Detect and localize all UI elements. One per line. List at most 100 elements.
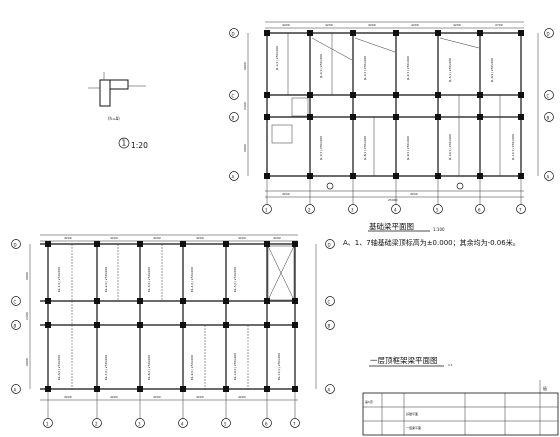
svg-text:2: 2 (308, 208, 311, 213)
svg-text:5: 5 (224, 422, 227, 427)
detail-scale: 1:20 (131, 141, 148, 150)
svg-text:JL-11(1) 250x600: JL-11(1) 250x600 (511, 134, 515, 161)
svg-text:D: D (14, 243, 17, 248)
bottom-low-dim-4: 4200 (196, 395, 204, 399)
svg-text:D: D (547, 32, 550, 37)
svg-text:JL-1(1) 250x600: JL-1(1) 250x600 (275, 46, 279, 71)
svg-text:KL-4(1) 250x600: KL-4(1) 250x600 (190, 267, 194, 292)
svg-text:4: 4 (181, 422, 184, 427)
svg-text:KL-5(1) 250x600: KL-5(1) 250x600 (233, 267, 237, 292)
svg-text:JL-9(1) 250x600: JL-9(1) 250x600 (406, 136, 410, 161)
bottom-bay-dim-5: 4200 (238, 236, 246, 240)
top-row-axis-bubbles: D C B A D C B A (229, 28, 554, 181)
svg-text:C: C (547, 94, 550, 99)
top-bay-dim-6: 2700 (495, 23, 503, 27)
top-bay-dim-3: 4200 (368, 23, 376, 27)
title-block-page: 第5页 (365, 399, 373, 404)
svg-text:6: 6 (265, 422, 268, 427)
svg-text:3: 3 (351, 208, 354, 213)
svg-text:KL-1(1) 250x600: KL-1(1) 250x600 (57, 267, 61, 292)
title-block-name-1: 基础平面 (406, 411, 418, 416)
frame-plan-title: 一层顶框架梁平面图 (370, 355, 438, 365)
svg-text:4: 4 (394, 208, 397, 213)
top-span-dim-2: 2400 (243, 102, 247, 110)
svg-text:JL-6(1) 250x600: JL-6(1) 250x600 (490, 58, 494, 83)
top-span-dim-3: 6900 (243, 144, 247, 152)
svg-text:B: B (232, 116, 235, 121)
svg-text:KL-6(1) 250x600: KL-6(1) 250x600 (57, 355, 61, 380)
foundation-plan-note: A、1、7轴基础梁顶标高为±0.000；其余均为-0.06米。 (343, 238, 520, 247)
svg-text:A: A (232, 175, 235, 180)
bottom-bay-dim-6: 4200 (273, 236, 281, 240)
svg-text:C: C (14, 300, 17, 305)
svg-text:KL-8(1) 250x600: KL-8(1) 250x600 (147, 355, 151, 380)
section-number-bubble (118, 137, 130, 149)
detail-label: (h=Δ) (108, 116, 120, 121)
svg-text:C: C (232, 94, 235, 99)
svg-text:5: 5 (436, 208, 439, 213)
bottom-bay-dim-1: 4200 (64, 236, 72, 240)
foundation-plan-title: 基础梁平面图 (369, 221, 414, 231)
title-block-corner: 极 (543, 385, 547, 391)
svg-text:C: C (328, 300, 331, 305)
section-number: 1 (122, 139, 127, 148)
svg-text:A: A (14, 388, 17, 393)
top-bay-dim-2: 4200 (325, 23, 333, 27)
bottom-bay-dim-4: 4200 (196, 236, 204, 240)
svg-text:A: A (328, 388, 331, 393)
svg-text:KL-7(1) 250x600: KL-7(1) 250x600 (104, 355, 108, 380)
svg-text:A: A (547, 175, 550, 180)
svg-text:JL-5(1) 250x600: JL-5(1) 250x600 (448, 58, 452, 83)
svg-text:1: 1 (265, 208, 268, 213)
svg-text:1: 1 (46, 422, 49, 427)
top-total-dim: 25000 (388, 198, 398, 202)
svg-text:6: 6 (478, 208, 481, 213)
foundation-plan-scale: 1:100 (433, 227, 445, 232)
svg-text:KL-10(1) 250x600: KL-10(1) 250x600 (233, 353, 237, 380)
title-block-name-2: 一层梁平面 (406, 425, 421, 430)
section-detail: (h=Δ) 1 1:20 (88, 72, 148, 150)
top-bottom-dim-4: 4200 (410, 192, 418, 196)
svg-text:7: 7 (293, 422, 296, 427)
svg-text:D: D (232, 32, 235, 37)
first-floor-frame-beam-plan: KL-1(1) 250x600 KL-2(1) 250x600 KL-3(1) … (11, 234, 453, 428)
top-col-axis-bubbles: 1 2 3 4 5 6 7 (262, 179, 526, 214)
svg-text:B: B (328, 324, 331, 329)
svg-text:2: 2 (95, 422, 98, 427)
bottom-span-dim-3: 6900 (25, 358, 29, 366)
bottom-bay-dim-2: 4200 (110, 236, 118, 240)
svg-text:JL-2(1) 250x600: JL-2(1) 250x600 (319, 54, 323, 79)
svg-text:JL-3(1) 250x600: JL-3(1) 250x600 (363, 56, 367, 81)
bottom-span-dim-1: 6900 (25, 272, 29, 280)
svg-text:JL-10(1) 250x600: JL-10(1) 250x600 (448, 134, 452, 161)
top-bay-dim-5: 4200 (453, 23, 461, 27)
bottom-span-dim-2: 2400 (25, 312, 29, 320)
top-bay-dim-1: 4200 (282, 23, 290, 27)
bottom-row-axis-bubbles: D C B A D C B A (11, 239, 335, 394)
svg-text:KL-11(1) 250x600: KL-11(1) 250x600 (277, 353, 281, 380)
bottom-bay-dim-3: 4200 (153, 236, 161, 240)
svg-text:KL-9(1) 250x600: KL-9(1) 250x600 (190, 355, 194, 380)
bottom-low-dim-2: 4200 (110, 395, 118, 399)
frame-plan-scale: 1:1 (448, 363, 453, 367)
title-block: 第5页 基础平面 一层梁平面 极 (362, 380, 559, 436)
svg-text:JL-7(1) 250x600: JL-7(1) 250x600 (319, 136, 323, 161)
svg-text:D: D (328, 243, 331, 248)
svg-text:JL-8(1) 250x600: JL-8(1) 250x600 (363, 136, 367, 161)
top-span-dim-1: 6900 (243, 62, 247, 70)
svg-text:JL-4(1) 250x600: JL-4(1) 250x600 (406, 56, 410, 81)
svg-text:B: B (14, 324, 17, 329)
svg-text:3: 3 (138, 422, 141, 427)
svg-text:7: 7 (519, 208, 522, 213)
bottom-low-dim-5: 4200 (238, 395, 246, 399)
svg-text:KL-3(1) 250x600: KL-3(1) 250x600 (147, 267, 151, 292)
svg-text:B: B (547, 116, 550, 121)
bottom-col-axis-bubbles: 1 2 3 4 5 6 7 (43, 392, 300, 428)
svg-text:KL-2(1) 250x600: KL-2(1) 250x600 (104, 267, 108, 292)
top-bay-dim-4: 4200 (411, 23, 419, 27)
bottom-low-dim-3: 4200 (153, 395, 161, 399)
bottom-low-dim-1: 4200 (64, 395, 72, 399)
foundation-beam-plan: JL-1(1) 250x600 JL-2(1) 250x600 JL-3(1) … (229, 21, 554, 247)
top-bottom-dim-1: 4200 (282, 192, 290, 196)
